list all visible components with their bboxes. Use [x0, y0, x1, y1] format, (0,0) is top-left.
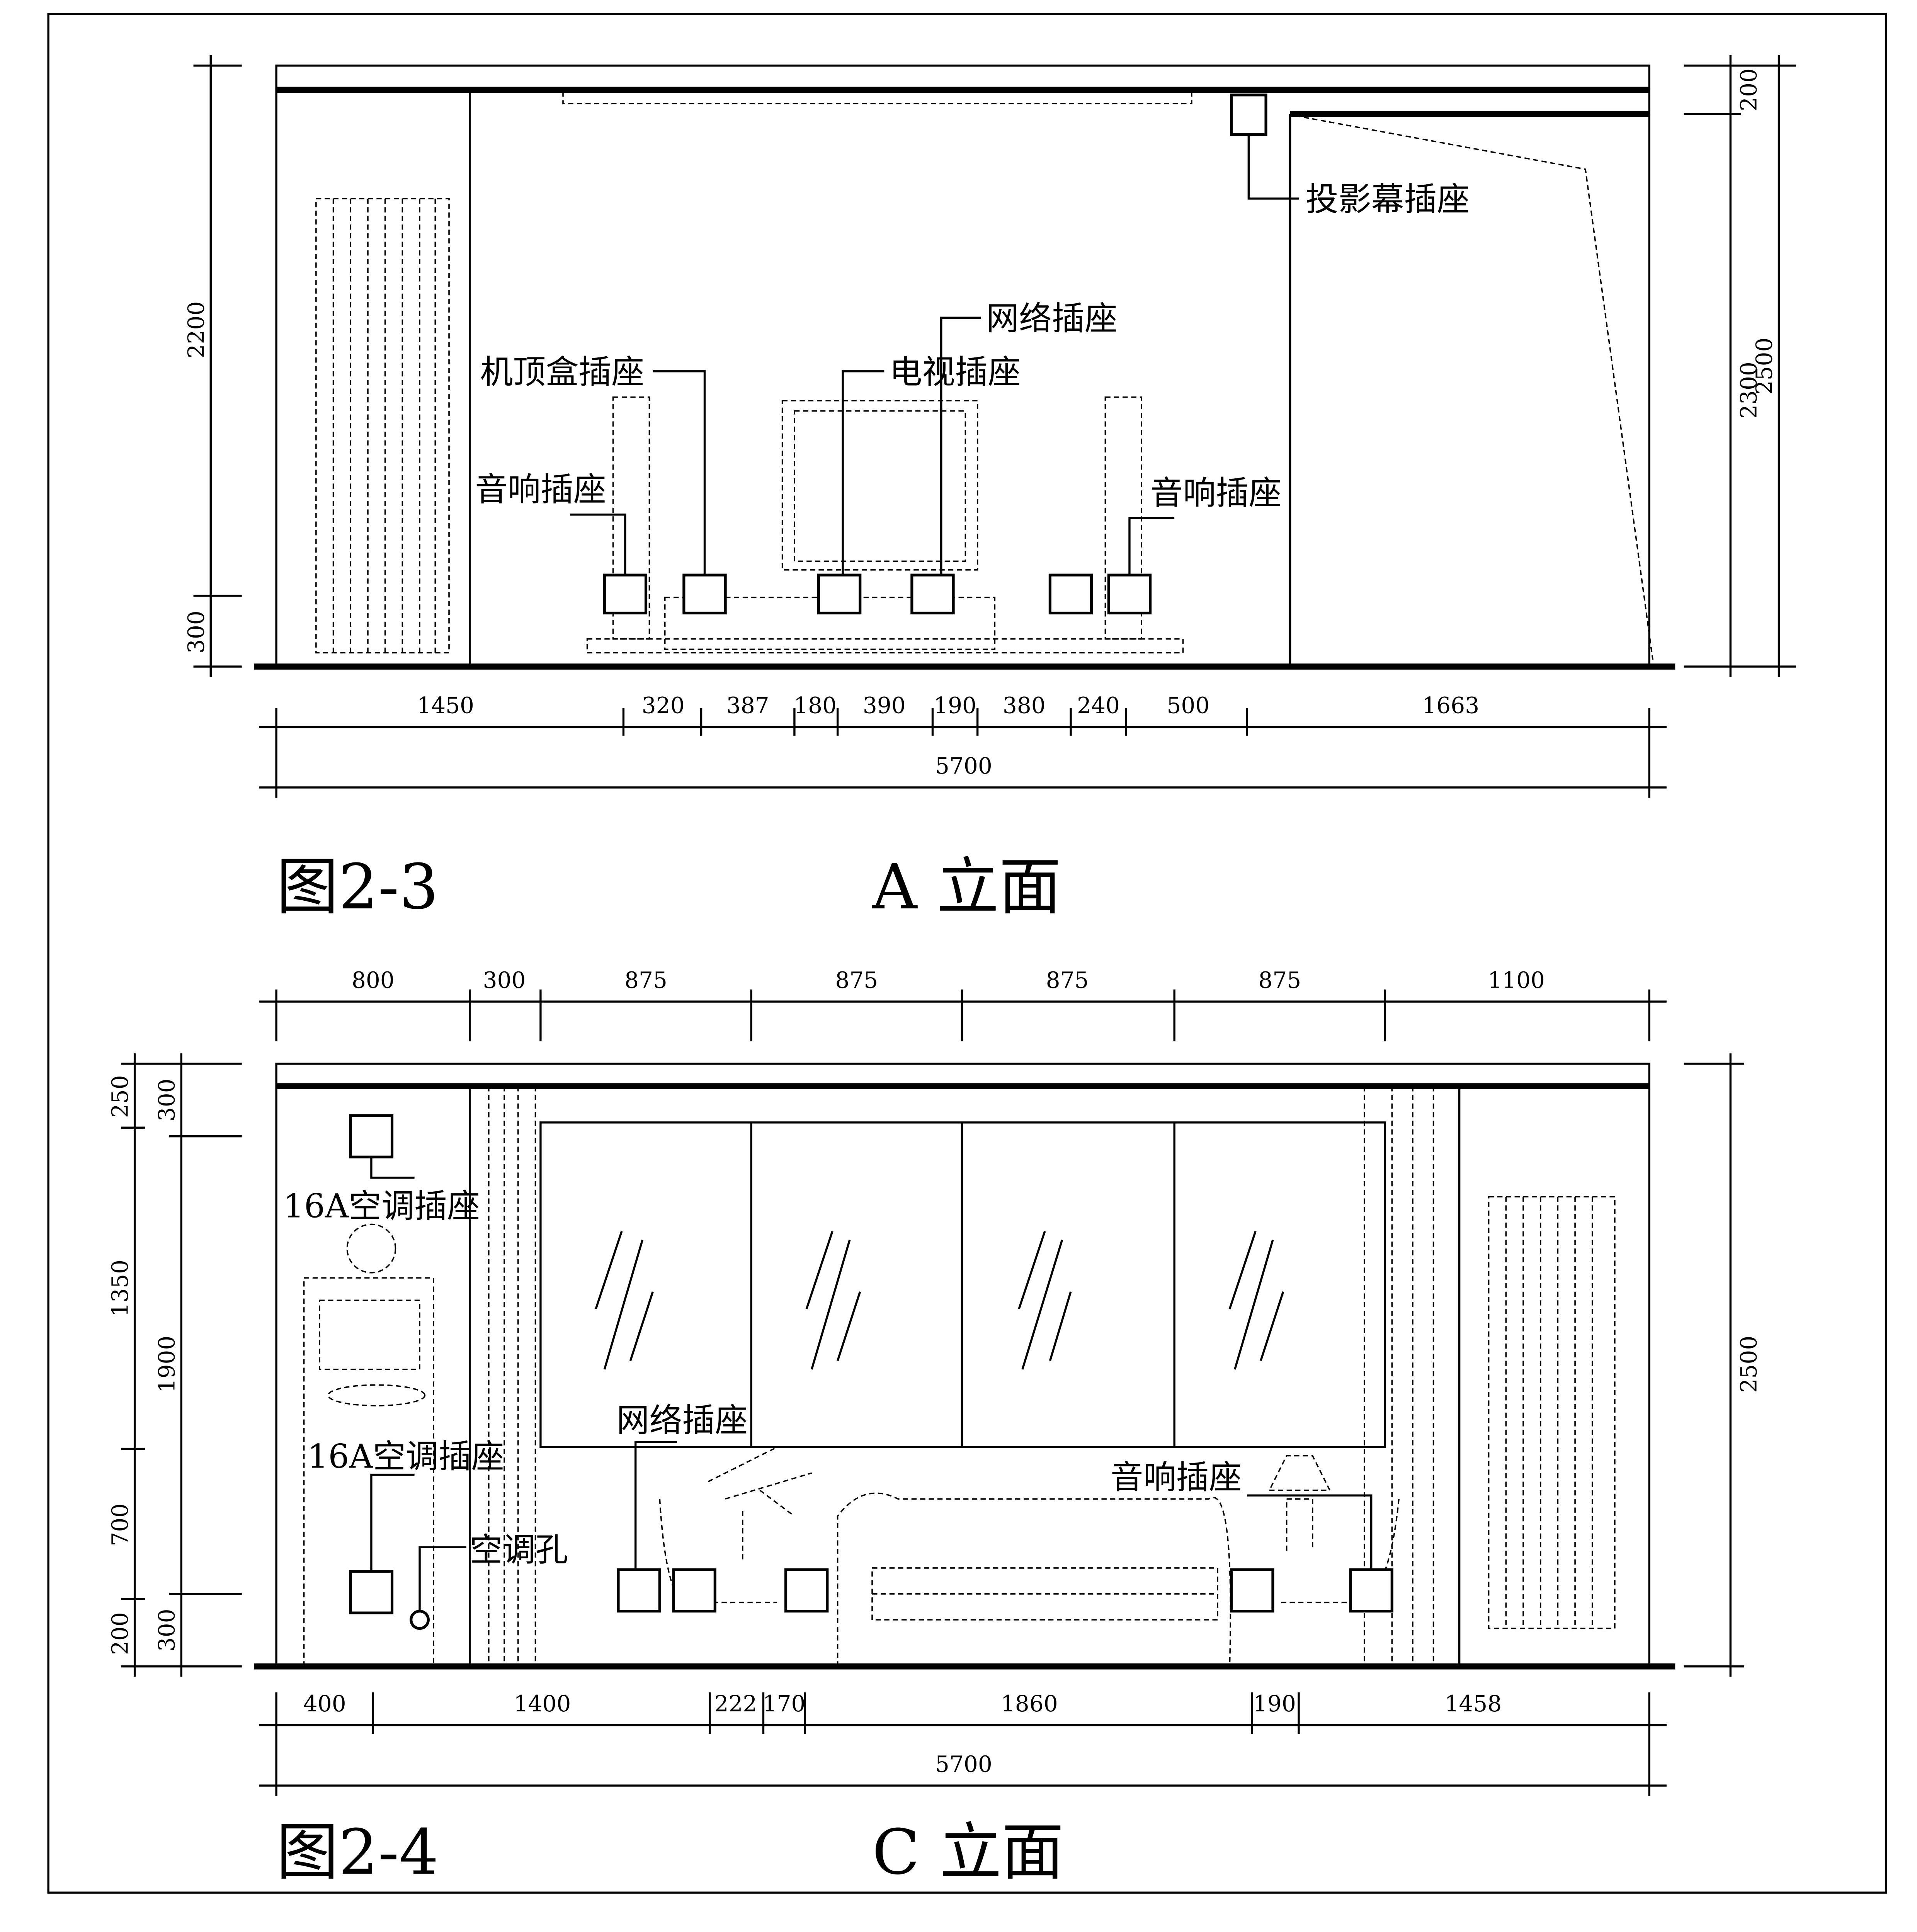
svg-text:800: 800 [352, 967, 395, 993]
label-ac-hole: 空调孔 [470, 1531, 568, 1569]
svg-text:875: 875 [1258, 967, 1301, 993]
socket-c-2 [672, 1568, 716, 1613]
curtains [488, 1086, 1434, 1663]
svg-text:380: 380 [1003, 692, 1046, 719]
window [539, 1121, 1386, 1448]
stb-socket [682, 573, 727, 615]
svg-text:875: 875 [835, 967, 878, 993]
tv-outline [781, 400, 978, 571]
svg-text:300: 300 [153, 1078, 180, 1121]
svg-text:2500: 2500 [1751, 338, 1778, 395]
svg-text:320: 320 [642, 692, 685, 719]
svg-text:700: 700 [107, 1503, 133, 1546]
sheet-border [47, 13, 1887, 1894]
network-socket-c [617, 1568, 661, 1613]
label-audio-socket-c: 音响插座 [1111, 1458, 1242, 1497]
label-tv-socket: 电视插座 [890, 353, 1021, 391]
svg-text:5700: 5700 [935, 1751, 992, 1777]
label-network-socket-c: 网络插座 [617, 1401, 748, 1440]
svg-text:400: 400 [303, 1690, 346, 1717]
figure-a-caption: 图2-3 [276, 851, 439, 923]
ac-hole [410, 1610, 430, 1630]
svg-text:240: 240 [1077, 692, 1120, 719]
svg-text:190: 190 [1253, 1690, 1296, 1717]
svg-text:180: 180 [794, 692, 837, 719]
svg-text:1450: 1450 [417, 692, 474, 719]
radiator-c [1488, 1196, 1616, 1629]
sofa [837, 1492, 1232, 1667]
svg-text:1900: 1900 [153, 1336, 180, 1393]
socket-c-3 [784, 1568, 829, 1613]
audio-socket-right [1107, 573, 1152, 615]
figure-c-title: C 立面 [872, 1816, 1064, 1888]
figure-c-caption: 图2-4 [276, 1816, 439, 1888]
svg-text:500: 500 [1167, 692, 1209, 719]
label-audio-socket-left: 音响插座 [475, 471, 606, 509]
label-network-socket: 网络插座 [986, 300, 1118, 338]
figure-c-heading: 图2-4 C 立面 [276, 1816, 1064, 1888]
dimensions-a: 1450 320 387 180 390 190 380 240 500 166… [183, 55, 1796, 798]
elevation-a: 投影幕插座 网络插座 机顶盒插座 电视插座 音响插座 音响插座 1450 320… [183, 55, 1796, 923]
svg-text:300: 300 [483, 967, 526, 993]
air-conditioner [303, 1223, 434, 1667]
svg-text:875: 875 [624, 967, 667, 993]
audio-socket-left [603, 573, 648, 615]
svg-text:250: 250 [107, 1075, 133, 1118]
ac-socket-top [349, 1114, 394, 1158]
svg-text:1400: 1400 [514, 1690, 571, 1717]
ac-socket-bottom [349, 1570, 394, 1614]
svg-text:875: 875 [1046, 967, 1089, 993]
svg-text:200: 200 [107, 1612, 133, 1655]
socket-c-4 [1230, 1568, 1274, 1613]
svg-text:170: 170 [763, 1690, 806, 1717]
svg-text:5700: 5700 [935, 753, 992, 779]
power-socket [1048, 573, 1093, 615]
svg-text:300: 300 [153, 1609, 180, 1651]
figure-a-title: A 立面 [872, 851, 1061, 923]
svg-text:2200: 2200 [183, 301, 209, 359]
svg-text:190: 190 [934, 692, 976, 719]
label-audio-socket-right: 音响插座 [1150, 474, 1282, 512]
elevation-c: 16A空调插座 16A空调插座 空调孔 网络插座 音响插座 800 300 87… [107, 967, 1762, 1796]
svg-text:1860: 1860 [1001, 1690, 1058, 1717]
dimensions-c: 800 300 875 875 875 875 1100 400 1400 22… [107, 967, 1762, 1796]
svg-text:2500: 2500 [1735, 1336, 1762, 1393]
ceiling-recess [562, 89, 1192, 104]
side-chairs [659, 1446, 1400, 1604]
projector-socket [1230, 94, 1267, 136]
tv-socket [817, 573, 862, 615]
label-stb-socket: 机顶盒插座 [480, 353, 644, 391]
label-ac-socket-top: 16A空调插座 [283, 1187, 480, 1226]
svg-text:387: 387 [726, 692, 769, 719]
label-projector-socket: 投影幕插座 [1306, 180, 1470, 219]
svg-text:222: 222 [714, 1690, 757, 1717]
svg-text:300: 300 [183, 611, 209, 653]
svg-text:1458: 1458 [1444, 1690, 1502, 1717]
svg-text:390: 390 [863, 692, 906, 719]
svg-text:200: 200 [1735, 68, 1762, 111]
svg-text:1663: 1663 [1422, 692, 1479, 719]
svg-text:1100: 1100 [1488, 967, 1545, 993]
label-ac-socket-bottom: 16A空调插座 [308, 1438, 504, 1476]
audio-socket-c [1349, 1568, 1393, 1613]
radiator [315, 198, 450, 654]
svg-text:2300: 2300 [1735, 362, 1762, 419]
network-socket [910, 573, 955, 615]
svg-text:1350: 1350 [107, 1260, 133, 1317]
